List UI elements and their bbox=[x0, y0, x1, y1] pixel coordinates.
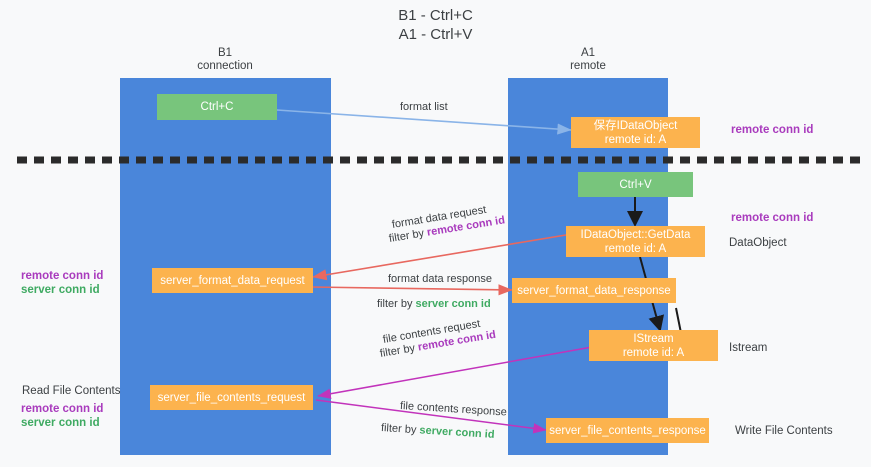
left-annotation-format-conn-ids: remote conn id server conn id bbox=[21, 269, 103, 297]
left-label-server-conn-id: server conn id bbox=[21, 284, 100, 296]
node-ctrl-c[interactable]: Ctrl+C bbox=[157, 94, 277, 120]
node-istream[interactable]: IStream remote id: A bbox=[589, 330, 718, 361]
edge-label-file-contents-response-filter: filter by server conn id bbox=[381, 422, 495, 441]
edge-label-file-contents-response: file contents response bbox=[399, 400, 508, 419]
left-label-server-conn-id: server conn id bbox=[21, 417, 100, 429]
node-server-file-contents-request[interactable]: server_file_contents_request bbox=[150, 385, 313, 410]
right-label-istream: Istream bbox=[729, 342, 768, 354]
left-label-read-file-contents: Read File Contents bbox=[22, 385, 121, 397]
left-annotation-file-conn-ids: remote conn id server conn id bbox=[21, 402, 103, 430]
node-ctrl-v[interactable]: Ctrl+V bbox=[578, 172, 693, 197]
arrow-format-data-response bbox=[310, 284, 513, 296]
page-title: B1 - Ctrl+C A1 - Ctrl+V bbox=[398, 7, 473, 43]
edge-label-format-data-response-filter: filter by server conn id bbox=[377, 298, 491, 310]
filter-key-server-conn-id: server conn id bbox=[415, 298, 491, 310]
node-server-format-data-request[interactable]: server_format_data_request bbox=[152, 268, 313, 293]
lane-header-b1: B1 connection bbox=[197, 47, 253, 72]
left-label-remote-conn-id: remote conn id bbox=[21, 270, 104, 282]
lane-header-a1: A1 remote bbox=[570, 47, 606, 72]
right-label-remote-conn-id-mid: remote conn id bbox=[731, 212, 814, 224]
edge-label-format-data-response: format data response bbox=[388, 273, 492, 285]
filter-prefix: filter by bbox=[377, 298, 416, 310]
node-save-idataobject[interactable]: 保存IDataObject remote id: A bbox=[571, 117, 700, 148]
right-label-dataobject: DataObject bbox=[729, 237, 787, 249]
right-label-write-file-contents: Write File Contents bbox=[735, 425, 833, 437]
left-label-remote-conn-id: remote conn id bbox=[21, 403, 104, 415]
filter-key-server-conn-id: server conn id bbox=[419, 424, 495, 441]
node-server-file-contents-response[interactable]: server_file_contents_response bbox=[546, 418, 709, 443]
filter-prefix: filter by bbox=[380, 422, 420, 437]
right-label-remote-conn-id-top: remote conn id bbox=[731, 124, 814, 136]
node-server-format-data-response[interactable]: server_format_data_response bbox=[512, 278, 676, 303]
edge-label-format-list: format list bbox=[400, 101, 448, 113]
node-idataobject-getdata[interactable]: IDataObject::GetData remote id: A bbox=[566, 226, 705, 257]
